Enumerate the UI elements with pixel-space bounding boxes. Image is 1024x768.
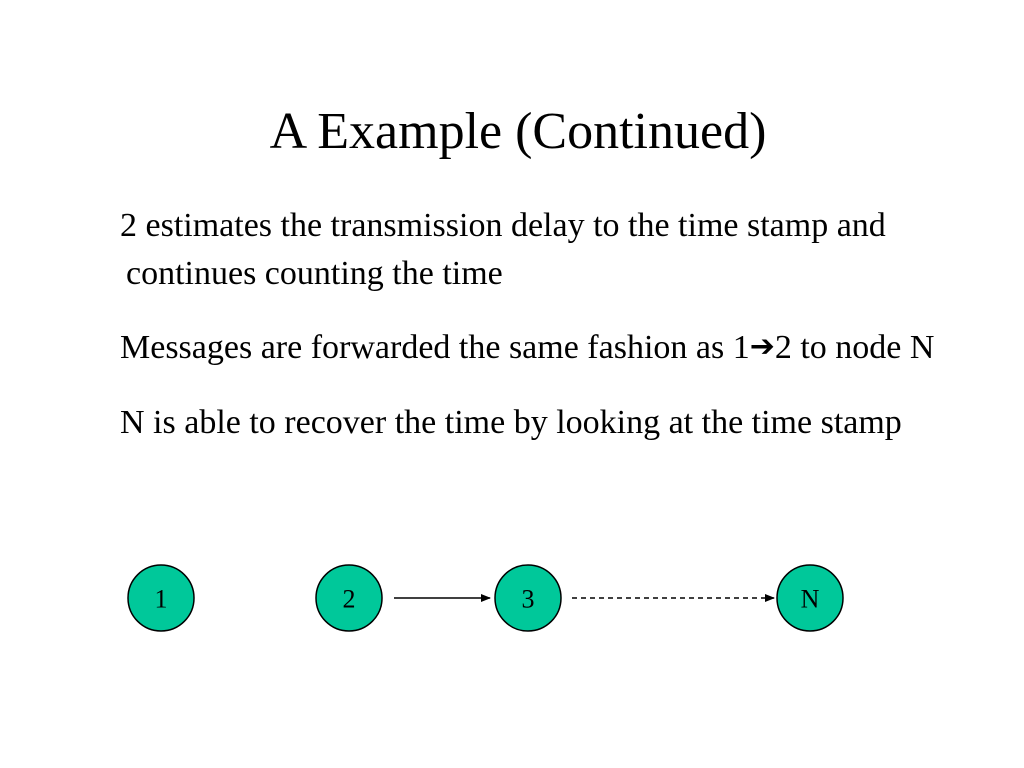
node-3-circle [494, 564, 562, 632]
node-3-label: 3 [522, 585, 535, 614]
slide-title: A Example (Continued) [269, 103, 767, 160]
bullet-text: Messages are forwarded the same fashion … [120, 329, 750, 366]
node-1-label: 1 [155, 585, 168, 614]
bullet-item: N is able to recover the time by looking… [120, 399, 960, 447]
node-diagram: 1 2 3 N [127, 564, 844, 632]
bullet-text: 2 to node N [774, 329, 935, 366]
node-1-circle [127, 564, 195, 632]
node-3: 3 [494, 564, 562, 632]
right-arrow-icon: ➔ [749, 329, 775, 364]
node-2-circle [315, 564, 383, 632]
node-N-label: N [801, 585, 820, 614]
bullet-item: 2 estimates the transmission delay to th… [120, 202, 960, 298]
bullet-text: N is able to recover the time by looking… [120, 404, 902, 441]
bullet-text: 2 estimates the transmission delay to th… [120, 207, 886, 292]
node-1: 1 [127, 564, 195, 632]
bullet-item: Messages are forwarded the same fashion … [120, 324, 960, 373]
node-2-label: 2 [343, 585, 356, 614]
node-2: 2 [315, 564, 383, 632]
node-N-circle [776, 564, 844, 632]
bullet-list: 2 estimates the transmission delay to th… [120, 202, 960, 473]
node-N: N [776, 564, 844, 632]
